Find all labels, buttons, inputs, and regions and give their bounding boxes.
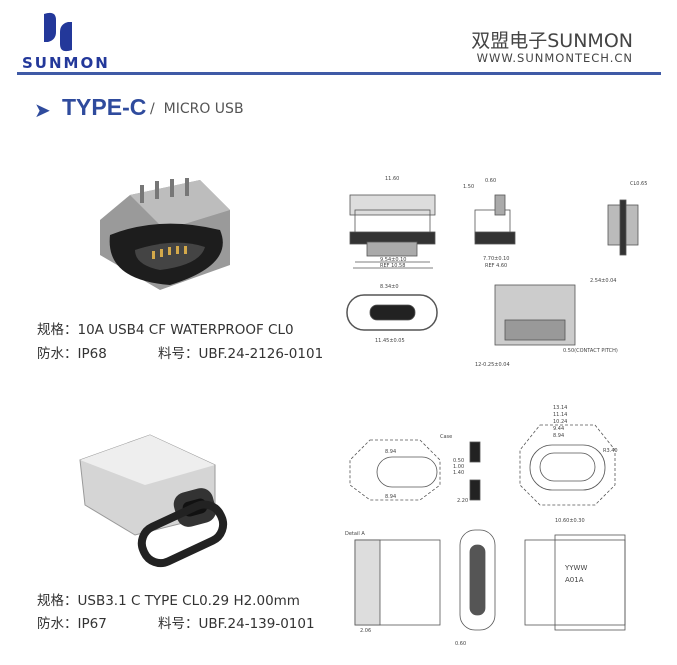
svg-text:2.20: 2.20 [457,498,468,504]
svg-text:0.60: 0.60 [455,641,466,647]
svg-text:8.94: 8.94 [385,449,396,455]
svg-text:2.54±0.04: 2.54±0.04 [590,278,616,284]
product-1-spec: 规格：10A USB4 CF WATERPROOF CL0 [37,322,294,338]
svg-text:0.50(CONTACT PITCH): 0.50(CONTACT PITCH) [563,348,618,354]
svg-text:1.50: 1.50 [463,184,474,190]
svg-text:R3.40: R3.40 [603,448,618,454]
svg-text:REF 10.58: REF 10.58 [380,263,405,269]
svg-text:11.60: 11.60 [385,176,399,182]
brand-name: SUNMON [22,54,110,72]
svg-text:9.54±0.10: 9.54±0.10 [380,257,406,263]
svg-text:11.45±0.05: 11.45±0.05 [375,338,405,344]
svg-text:1.00: 1.00 [453,464,464,470]
svg-text:13.14: 13.14 [553,405,567,411]
svg-text:1.40: 1.40 [453,470,464,476]
svg-text:10.60±0.30: 10.60±0.30 [555,518,585,524]
section-subtitle: / MICRO USB [150,101,244,117]
svg-text:Detail A: Detail A [345,531,365,537]
svg-text:0.60: 0.60 [485,178,496,184]
product-2-drawings: 8.94 8.94 Case 0.50 1.00 1.40 2.20 13.14… [345,405,626,647]
product-1-photo [100,178,230,290]
svg-text:A01A: A01A [565,576,584,584]
website-url[interactable]: WWW.SUNMONTECH.CN [476,51,633,65]
svg-text:REF 4.60: REF 4.60 [485,263,507,269]
svg-text:CL0.65: CL0.65 [630,181,647,187]
product-2-part-number: 料号：UBF.24-139-0101 [158,616,315,632]
section-title: TYPE-C [62,94,147,120]
company-name: 双盟电子SUNMON [471,30,633,52]
svg-text:0.50: 0.50 [453,458,464,464]
svg-text:YYWW: YYWW [564,564,587,572]
header-divider [17,72,661,75]
sunmon-logo-icon [44,12,72,52]
svg-text:2.06: 2.06 [360,628,371,634]
svg-text:Case: Case [440,434,452,440]
svg-text:8.94: 8.94 [385,494,396,500]
product-2-spec: 规格：USB3.1 C TYPE CL0.29 H2.00mm [37,593,300,609]
product-1-part-number: 料号：UBF.24-2126-0101 [158,346,324,362]
product-1-waterproof: 防水：IP68 [37,346,107,362]
svg-text:12-0.25±0.04: 12-0.25±0.04 [475,362,510,368]
svg-text:9.44: 9.44 [553,426,564,432]
product-1-drawings: 11.60 9.54±0.10 REF 10.58 1.50 0.60 REF … [346,176,647,368]
arrow-icon: ➤ [34,98,51,122]
svg-text:8.94: 8.94 [553,433,564,439]
svg-text:8.34±0: 8.34±0 [380,284,399,290]
svg-text:7.70±0.10: 7.70±0.10 [483,256,509,262]
svg-text:10.24: 10.24 [553,419,567,425]
svg-text:11.14: 11.14 [553,412,567,418]
product-2-photo [79,434,228,568]
product-2-waterproof: 防水：IP67 [37,616,107,632]
